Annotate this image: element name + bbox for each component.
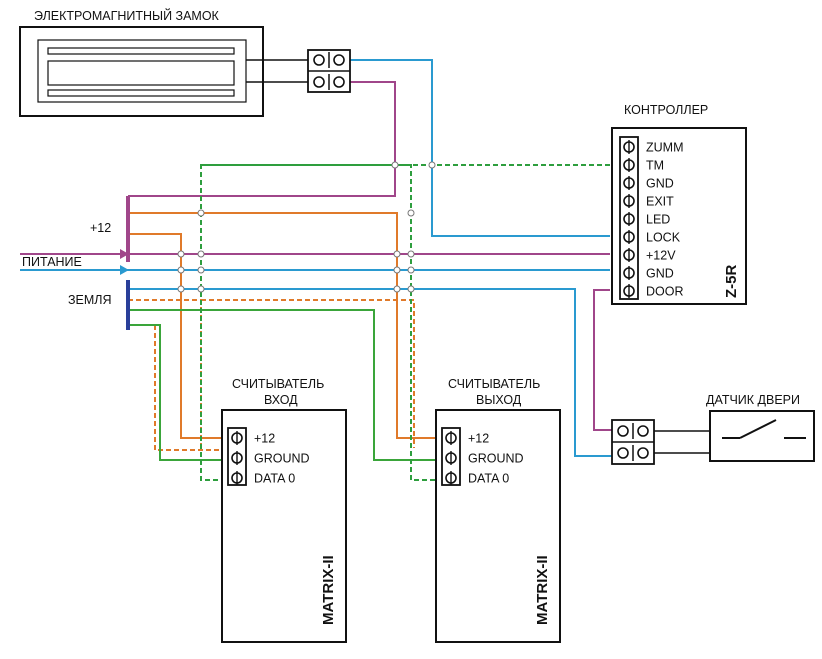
- lock-slot-bottom: [47, 89, 235, 97]
- plus12-label: +12: [90, 221, 111, 235]
- lock-plate: [47, 60, 235, 86]
- reader-exit-model: MATRIX-II: [534, 555, 551, 625]
- wire-green-entry-ground: [128, 324, 228, 461]
- ground-label: ЗЕМЛЯ: [68, 293, 112, 307]
- reader-entry-terminal-label: +12: [254, 432, 275, 446]
- controller-model: Z-5R: [723, 265, 740, 299]
- controller-title: КОНТРОЛЛЕР: [624, 103, 708, 117]
- power-arrow-plus12: [120, 249, 129, 259]
- controller-terminal-label: GND: [646, 177, 674, 191]
- door-sensor-body: [709, 410, 815, 462]
- controller-terminal-label: +12V: [646, 249, 676, 263]
- controller-terminal-label: LED: [646, 213, 670, 227]
- reader-exit-terminal-label: GROUND: [468, 452, 524, 466]
- wire-green-exit-ground: [128, 309, 442, 461]
- wire-lock-to-controller: [350, 59, 610, 237]
- reader-exit-terminal-label: DATA 0: [468, 472, 509, 486]
- reader-exit-terminal-label: +12: [468, 432, 489, 446]
- controller-terminals: ZUMM TM GND EXIT LED LOCK +12V GND DOOR: [623, 140, 684, 299]
- wire-orange-entry-plus12: [128, 233, 228, 439]
- reader-entry-title-1: СЧИТЫВАТЕЛЬ: [232, 377, 324, 391]
- reader-entry-title-2: ВХОД: [264, 393, 298, 407]
- door-sensor-terminal-block: [611, 419, 655, 465]
- wire-orange-dashed-ground-entry: [154, 325, 228, 451]
- crossover-bumps: [177, 161, 436, 293]
- controller-terminal-label: GND: [646, 267, 674, 281]
- electromagnetic-lock: ЭЛЕКТРОМАГНИТНЫЙ ЗАМОК: [19, 8, 351, 117]
- controller-terminal-label: DOOR: [646, 285, 684, 299]
- lock-terminal-block: [307, 49, 351, 93]
- power-arrow-ground: [120, 265, 129, 275]
- lock-slot-top: [47, 47, 235, 55]
- reader-entry-model: MATRIX-II: [320, 555, 337, 625]
- wire-plus12-to-lock: [128, 81, 396, 197]
- controller-terminal-label: LOCK: [646, 231, 681, 245]
- lock-title: ЭЛЕКТРОМАГНИТНЫЙ ЗАМОК: [34, 8, 220, 23]
- wire-door-to-sensor: [593, 289, 612, 431]
- reader-entry-terminal-label: GROUND: [254, 452, 310, 466]
- controller-terminal-label: TM: [646, 159, 664, 173]
- power-label: ПИТАНИЕ: [22, 255, 82, 269]
- reader-exit-title-1: СЧИТЫВАТЕЛЬ: [448, 377, 540, 391]
- lock-frame: [37, 39, 247, 103]
- wires: [20, 59, 612, 481]
- reader-entry-terminal-label: DATA 0: [254, 472, 295, 486]
- wire-orange-dashed-entry: [128, 299, 202, 448]
- wire-green-dashed-exit-data: [201, 164, 442, 481]
- wire-orange-dashed-exit: [201, 299, 415, 448]
- door-sensor: ДАТЧИК ДВЕРИ: [611, 393, 815, 465]
- controller-terminal-label: EXIT: [646, 195, 674, 209]
- switch-symbol-icon: [722, 419, 806, 439]
- reader-exit-title-2: ВЫХОД: [476, 393, 522, 407]
- controller: КОНТРОЛЛЕР ZUMM TM GND EXIT LED LOCK +12V GND DO…: [611, 103, 747, 305]
- controller-terminal-label: ZUMM: [646, 141, 684, 155]
- reader-entry-body: [221, 409, 347, 643]
- wire-door-sensor-blue: [128, 288, 612, 457]
- door-sensor-title: ДАТЧИК ДВЕРИ: [706, 393, 800, 407]
- wire-orange-exit-plus12: [128, 212, 442, 439]
- lock-body: [19, 26, 264, 117]
